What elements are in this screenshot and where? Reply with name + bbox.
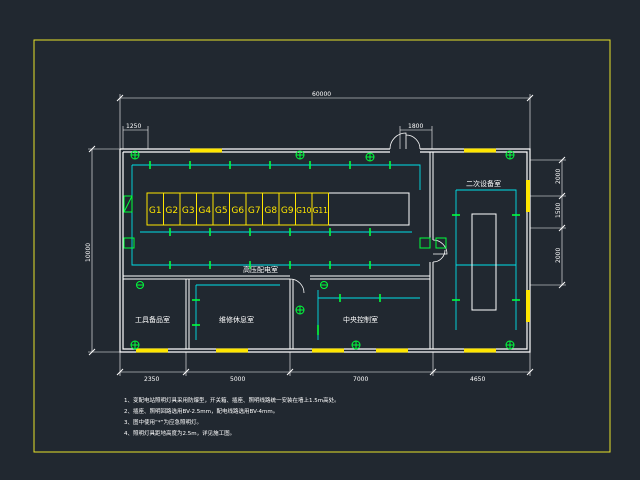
switchgear-label: G9 — [281, 206, 294, 216]
door-swings — [289, 132, 448, 294]
dimension-ticks — [88, 94, 566, 376]
dim-bottom-4: 4650 — [470, 376, 485, 383]
dim-bottom-2: 5000 — [230, 376, 245, 383]
dim-door-left: 1250 — [126, 123, 141, 130]
switchgear-label: G7 — [248, 206, 261, 216]
room-label-maintenance: 维修休息室 — [219, 315, 254, 324]
dim-overall-width: 60000 — [312, 91, 331, 98]
switchgear-label: G1 — [149, 206, 162, 216]
dim-overall-height: 10000 — [85, 243, 92, 262]
switchgear-label: G11 — [313, 206, 329, 215]
dim-door-right: 1800 — [408, 123, 423, 130]
switchgear-label: G10 — [296, 206, 312, 215]
switchgear-label: G2 — [165, 206, 178, 216]
dimension-lines — [88, 94, 566, 376]
note-2: 2、插座、照明回路选用BV-2.5mm，配电线路选用BV-4mm。 — [124, 407, 278, 415]
dim-right-3: 2000 — [555, 248, 562, 263]
switchgear-label: G6 — [231, 206, 244, 216]
note-4: 4、照明灯具距地高度为2.5m，详见施工图。 — [124, 429, 235, 437]
note-3: 3、图中使用“*”为应急照明灯。 — [124, 418, 202, 426]
wall-lamps — [130, 150, 515, 350]
distribution-boxes — [123, 195, 447, 249]
dim-right-1: 2000 — [555, 169, 562, 184]
switchgear-cabinet — [311, 192, 329, 226]
dim-bottom-3: 7000 — [353, 376, 368, 383]
lighting-fixtures — [149, 161, 520, 335]
cable-trays — [131, 164, 517, 340]
windows — [136, 148, 530, 353]
room-label-tool: 工具备品室 — [135, 315, 170, 324]
room-label-hv: 高压配电室 — [243, 265, 278, 274]
switchgear-label: G3 — [182, 206, 195, 216]
note-1: 1、变配电站照明灯具采用防爆型，开关箱、插座、照明线路统一安装在墙上1.5m高处… — [124, 396, 340, 404]
dim-right-2: 1500 — [555, 203, 562, 218]
interior-walls — [123, 152, 434, 349]
drawing-frame — [33, 39, 611, 453]
switchgear-label: G4 — [198, 206, 211, 216]
secondary-equipment-console — [471, 213, 497, 311]
dim-bottom-1: 2350 — [144, 376, 159, 383]
switchgear-label: G8 — [264, 206, 277, 216]
switchgear-label: G5 — [215, 206, 228, 216]
room-label-secondary: 二次设备室 — [466, 179, 501, 188]
room-label-control: 中央控制室 — [343, 315, 378, 324]
